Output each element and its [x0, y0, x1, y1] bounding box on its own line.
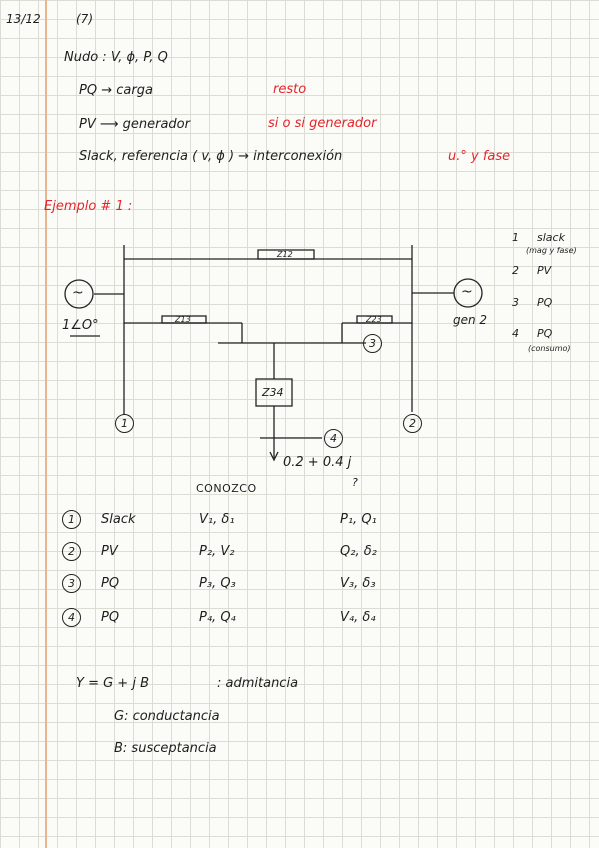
row-1-unknown: P₁, Q₁ [340, 512, 377, 527]
row-2-type: PV [101, 544, 118, 559]
gen1-label: 1∠O° [62, 318, 99, 333]
row-3-unknown: V₃, δ₃ [340, 576, 376, 591]
legend-2-label: PV [537, 264, 552, 277]
conductance-line: G: conductancia [114, 709, 220, 724]
admittance-note: : admitancia [217, 676, 299, 691]
example-title: Ejemplo # 1 : [44, 199, 133, 214]
z23-label: Z23 [366, 315, 382, 324]
row-4-unknown: V₄, δ₄ [340, 610, 376, 625]
date: 13/12 [6, 12, 41, 26]
row-1-marker: 1 [62, 510, 81, 529]
node-4-marker: 4 [324, 429, 343, 448]
z13-impedance [161, 315, 207, 324]
legend-4-label: PQ [537, 327, 553, 340]
row-3-marker: 3 [62, 574, 81, 593]
generator-2 [453, 278, 483, 308]
gen1-symbol: ~ [72, 285, 84, 301]
gen2-label: gen 2 [453, 313, 488, 327]
row-1-type: Slack [101, 512, 136, 527]
z12-impedance [257, 249, 315, 260]
pq-note: resto [273, 82, 307, 97]
row-4-marker: 4 [62, 608, 81, 627]
generator-1 [64, 279, 94, 309]
pv-note: si o si generador [268, 116, 377, 131]
z23-impedance [356, 315, 393, 324]
slack-line: Slack, referencia ( v, ϕ ) → interconexi… [79, 149, 343, 164]
pq-line: PQ → carga [79, 83, 153, 98]
susceptance-line: B: susceptancia [114, 741, 217, 756]
row-2-known: P₂, V₂ [199, 544, 235, 559]
margin-line [45, 0, 47, 848]
page-number: (7) [76, 12, 93, 26]
legend-3-label: PQ [537, 296, 553, 309]
z12-label: Z12 [277, 250, 293, 259]
known-header: CONOZCO [196, 482, 257, 495]
slack-note: u.° y fase [448, 149, 511, 164]
admittance-eq: Y = G + j B [76, 676, 149, 691]
row-4-known: P₄, Q₄ [199, 610, 236, 625]
gen2-symbol: ~ [461, 284, 473, 300]
legend-3-num: 3 [512, 296, 519, 309]
unknown-header: ? [352, 476, 358, 489]
row-4-type: PQ [101, 610, 120, 625]
row-3-type: PQ [101, 576, 120, 591]
row-3-known: P₃, Q₃ [199, 576, 236, 591]
row-1-known: V₁, δ₁ [199, 512, 235, 527]
legend-4-num: 4 [512, 327, 519, 340]
node-2-marker: 2 [403, 414, 422, 433]
row-2-unknown: Q₂, δ₂ [340, 544, 377, 559]
legend-1-sub: (mag y fase) [526, 246, 577, 255]
legend-2-num: 2 [512, 264, 519, 277]
node-1-marker: 1 [115, 414, 134, 433]
legend-1-label: slack [537, 231, 565, 244]
legend-4-sub: (consumo) [528, 344, 571, 353]
z34-label: Z34 [262, 386, 284, 399]
row-2-marker: 2 [62, 542, 81, 561]
node-3-marker: 3 [363, 334, 382, 353]
pv-line: PV ⟶ generador [79, 117, 190, 132]
z13-label: Z13 [175, 315, 191, 324]
nodo-line: Nudo : V, ϕ, P, Q [64, 50, 168, 65]
legend-1-num: 1 [512, 231, 519, 244]
load-label: 0.2 + 0.4 j [283, 455, 352, 470]
